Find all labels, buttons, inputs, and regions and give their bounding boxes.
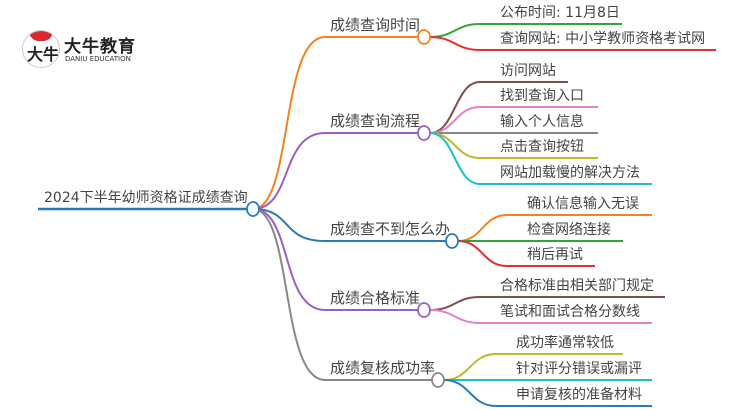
branch-connector: [252, 132, 419, 210]
leaf-connector: [429, 36, 716, 51]
logo-name-en: DANIU EDUCATION: [65, 55, 131, 63]
leaf-topic[interactable]: 检查网络连接: [527, 222, 611, 238]
collapse-toggle-icon: [417, 125, 431, 141]
leaf-topic[interactable]: 公布时间: 11月8日: [500, 5, 620, 21]
branch-connector: [252, 208, 419, 311]
leaf-connector: [429, 132, 652, 185]
branch-connector: [252, 208, 433, 381]
branch-topic[interactable]: 成绩查询流程: [330, 112, 421, 130]
leaf-topic[interactable]: 申请复核的准备材料: [516, 387, 642, 403]
leaf-topic[interactable]: 确认信息输入无误: [527, 196, 639, 212]
logo-name-cn: 大牛教育: [64, 37, 136, 57]
leaf-topic[interactable]: 访问网站: [500, 63, 556, 79]
branch-topic[interactable]: 成绩查不到怎么办: [330, 220, 451, 238]
leaf-connector: [429, 81, 568, 134]
leaf-topic[interactable]: 稍后再试: [527, 247, 583, 263]
logo-mark-icon: 大牛: [22, 30, 60, 68]
collapse-toggle-icon: [417, 302, 431, 318]
root-collapse-toggle-icon: [246, 201, 260, 217]
leaf-connector: [457, 240, 595, 267]
leaf-topic[interactable]: 合格标准由相关部门规定: [500, 278, 654, 294]
branch-connector: [252, 208, 447, 242]
leaf-topic[interactable]: 成功率通常较低: [516, 335, 614, 351]
logo-mark-text: 大牛: [27, 45, 60, 64]
collapse-toggle-icon: [431, 372, 445, 388]
branch-connector: [252, 36, 419, 210]
leaf-topic[interactable]: 输入个人信息: [500, 114, 584, 130]
leaf-connector: [429, 309, 652, 324]
branch-topic[interactable]: 成绩复核成功率: [330, 359, 436, 377]
leaf-topic[interactable]: 笔试和面试合格分数线: [500, 304, 640, 320]
branch-topic[interactable]: 成绩查询时间: [330, 16, 421, 34]
branch-topic[interactable]: 成绩合格标准: [330, 289, 421, 307]
leaf-topic[interactable]: 查询网站: 中小学教师资格考试网: [500, 31, 706, 47]
collapse-toggle-icon: [417, 29, 431, 45]
leaf-topic[interactable]: 点击查询按钮: [500, 139, 584, 155]
leaf-connector: [443, 379, 652, 407]
logo: 大牛 大牛教育 DANIU EDUCATION: [22, 28, 142, 70]
root-topic[interactable]: 2024下半年幼师资格证成绩查询: [44, 190, 248, 206]
leaf-topic[interactable]: 找到查询入口: [500, 88, 584, 104]
leaf-topic[interactable]: 网站加载慢的解决方法: [500, 165, 640, 181]
leaf-topic[interactable]: 针对评分错误或漏评: [516, 361, 642, 377]
collapse-toggle-icon: [445, 233, 459, 249]
